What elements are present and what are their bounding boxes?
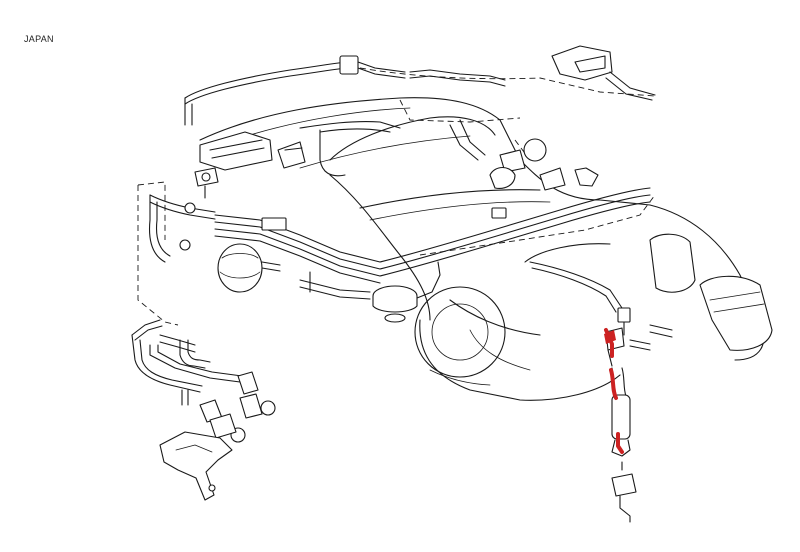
charcoal-canister <box>649 233 773 351</box>
left-pipe-bundle <box>148 167 651 300</box>
engine-block <box>199 97 765 401</box>
intake-plenum <box>199 121 401 177</box>
lower-left-vsv-assembly <box>131 319 276 501</box>
highlighted-hose-lower <box>616 432 624 454</box>
region-label: JAPAN <box>24 34 54 44</box>
right-vacuum-line <box>529 261 651 523</box>
hose-connector <box>339 55 359 75</box>
throttle-area-valves <box>449 119 599 191</box>
dashed-boundary <box>137 67 656 326</box>
vacuum-modulator <box>372 261 441 323</box>
vsv-upper-right <box>551 45 656 101</box>
upper-hose-run <box>184 55 506 126</box>
highlighted-hose-middle <box>609 368 618 400</box>
highlighted-hose-clip <box>604 330 616 344</box>
highlighted-hose-segments <box>604 328 624 454</box>
vacuum-canister <box>217 243 281 293</box>
